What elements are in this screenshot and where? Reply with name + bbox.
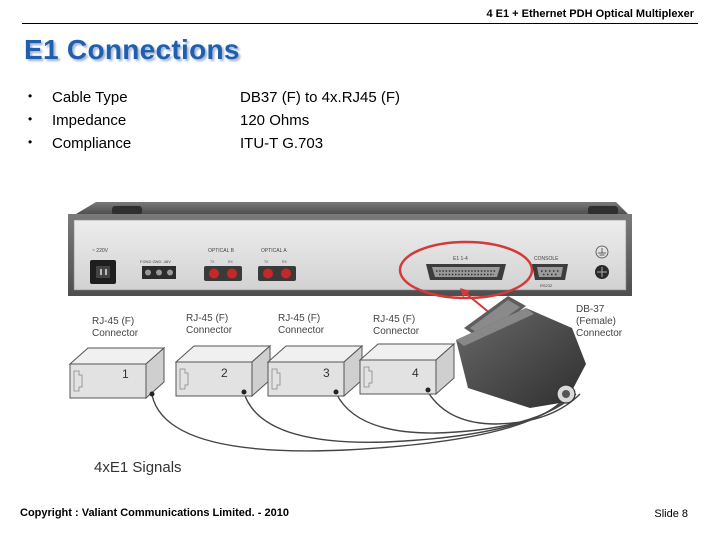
rj45-label-4: RJ-45 (F) [373, 314, 415, 325]
e1-db37-port: E1 1-4 [398, 240, 534, 300]
spec-value: ITU-T G.703 [240, 135, 324, 152]
spec-list: • Cable Type DB37 (F) to 4x.RJ45 (F) • I… [28, 89, 448, 158]
rj45-connector-4: 4 [358, 342, 456, 396]
power-label: ~ 220V [92, 248, 109, 254]
power-terms-label: FGND GND -48V [140, 259, 171, 264]
spec-label: Compliance [52, 135, 132, 152]
e1-connection-diagram: ~ 220V FGND GND -48V OPTICAL B TX RX OPT… [68, 202, 632, 476]
console-label: CONSOLE [534, 256, 559, 262]
spec-label: Impedance [52, 112, 127, 129]
bullet-icon: • [28, 112, 33, 126]
optical-a-rx: RX [282, 260, 288, 264]
rs232-label: RS232 [540, 283, 553, 288]
rack-unit [68, 202, 632, 296]
slide-number: Slide 8 [654, 508, 688, 520]
svg-text:(Female): (Female) [576, 316, 616, 327]
rj45-number-2: 2 [221, 366, 228, 380]
rj45-connector-3: 3 [266, 344, 364, 398]
rj45-labels: RJ-45 (F) Connector RJ-45 (F) Connector … [92, 313, 420, 339]
svg-text:DB-37: DB-37 [576, 304, 605, 315]
rj45-connector-2: 2 [174, 344, 272, 398]
e1-cables [151, 391, 581, 452]
optical-b-label: OPTICAL B [208, 248, 235, 254]
optical-b-tx: TX [210, 260, 215, 264]
spec-label: Cable Type [52, 89, 128, 106]
spec-row-cable-type: • Cable Type DB37 (F) to 4x.RJ45 (F) [28, 89, 448, 112]
ground-screw-icon [595, 265, 609, 279]
spec-value: DB37 (F) to 4x.RJ45 (F) [240, 89, 401, 106]
highlight-ellipse [398, 240, 534, 300]
console-port: CONSOLE RS232 [532, 256, 568, 288]
rj45-label-2b: Connector [186, 325, 233, 336]
spec-row-compliance: • Compliance ITU-T G.703 [28, 135, 448, 158]
optical-a-port: OPTICAL A TX RX [258, 248, 296, 281]
bullet-icon: • [28, 89, 33, 103]
rj45-number-4: 4 [412, 366, 419, 380]
footer-copyright: Copyright : Valiant Communications Limit… [20, 507, 289, 519]
rj45-number-1: 1 [122, 367, 129, 381]
svg-text:Connector: Connector [576, 328, 623, 339]
header-divider [22, 23, 698, 24]
rj45-number-3: 3 [323, 366, 330, 380]
power-section: ~ 220V [90, 248, 116, 284]
signals-caption: 4xE1 Signals [94, 459, 182, 476]
db37-label: DB-37 (Female) Connector [576, 304, 623, 339]
optical-a-tx: TX [264, 260, 269, 264]
optical-b-port: OPTICAL B TX RX [204, 248, 242, 281]
rj45-label-1b: Connector [92, 328, 139, 339]
rj45-label-1: RJ-45 (F) [92, 316, 134, 327]
rj45-connector-1: 1 [68, 346, 166, 400]
optical-b-rx: RX [228, 260, 234, 264]
slide-title: E1 Connections [24, 34, 240, 65]
header-title: 4 E1 + Ethernet PDH Optical Multiplexer [486, 8, 694, 20]
rj45-label-3: RJ-45 (F) [278, 313, 320, 324]
power-terminal-block: FGND GND -48V [140, 259, 176, 279]
db37-connector [456, 296, 586, 408]
ground-icon [595, 245, 609, 259]
spec-row-impedance: • Impedance 120 Ohms [28, 112, 448, 135]
e1-port-label: E1 1-4 [453, 256, 468, 262]
spec-value: 120 Ohms [240, 112, 310, 129]
optical-a-label: OPTICAL A [261, 248, 287, 254]
rj45-label-4b: Connector [373, 326, 420, 337]
bullet-icon: • [28, 135, 33, 149]
rj45-label-3b: Connector [278, 325, 325, 336]
rj45-label-2: RJ-45 (F) [186, 313, 228, 324]
